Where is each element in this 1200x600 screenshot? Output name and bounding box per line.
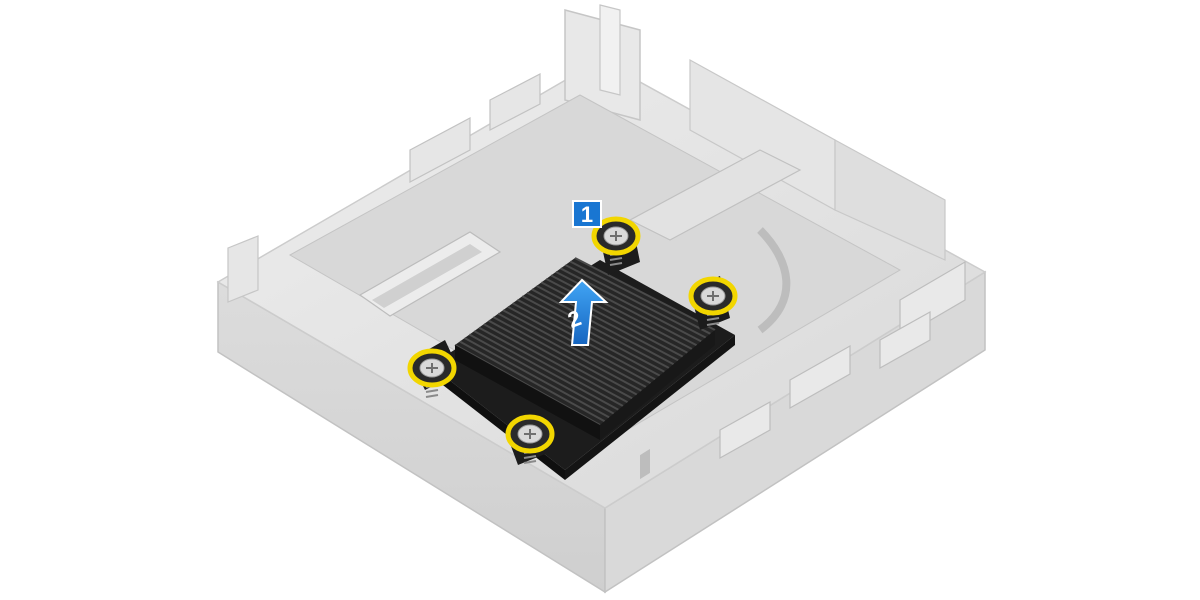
heat-sink-fin bbox=[531, 288, 675, 366]
heat-sink-fin bbox=[526, 291, 670, 369]
captive-screw-icon bbox=[591, 216, 641, 266]
heat-sink-fin bbox=[540, 281, 684, 358]
heat-sink-fin bbox=[569, 260, 711, 335]
heat-sink-fin bbox=[545, 277, 688, 354]
heat-sink-fin bbox=[497, 312, 642, 392]
heat-sink-fin bbox=[468, 333, 615, 415]
heat-sink-fin bbox=[488, 319, 633, 400]
heat-sink-fin bbox=[483, 323, 629, 404]
heat-sink-fin bbox=[536, 284, 679, 362]
heat-sink-fin bbox=[464, 337, 610, 419]
step-1-badge: 1 bbox=[572, 200, 602, 228]
lift-arrow: 2 bbox=[558, 278, 609, 346]
heat-sink-fin bbox=[473, 330, 619, 411]
heat-sink-fin bbox=[478, 326, 624, 407]
rear-io-ports bbox=[719, 260, 966, 460]
step-1-label: 1 bbox=[581, 202, 593, 227]
heat-sink-fin bbox=[459, 340, 606, 423]
captive-screw-icon bbox=[688, 276, 738, 326]
captive-screw-icon bbox=[505, 414, 555, 464]
wireless-card bbox=[628, 149, 802, 241]
heat-sink-fin bbox=[492, 316, 638, 396]
memory-module bbox=[358, 231, 502, 317]
heat-sink-fin bbox=[521, 295, 665, 373]
cable bbox=[757, 227, 791, 334]
heat-sink-fin bbox=[502, 309, 647, 388]
heat-sink-fin bbox=[574, 257, 716, 331]
captive-screws bbox=[407, 216, 738, 464]
captive-screw-icon bbox=[407, 348, 457, 398]
heat-sink-fin bbox=[564, 264, 707, 339]
front-ports bbox=[409, 73, 541, 183]
